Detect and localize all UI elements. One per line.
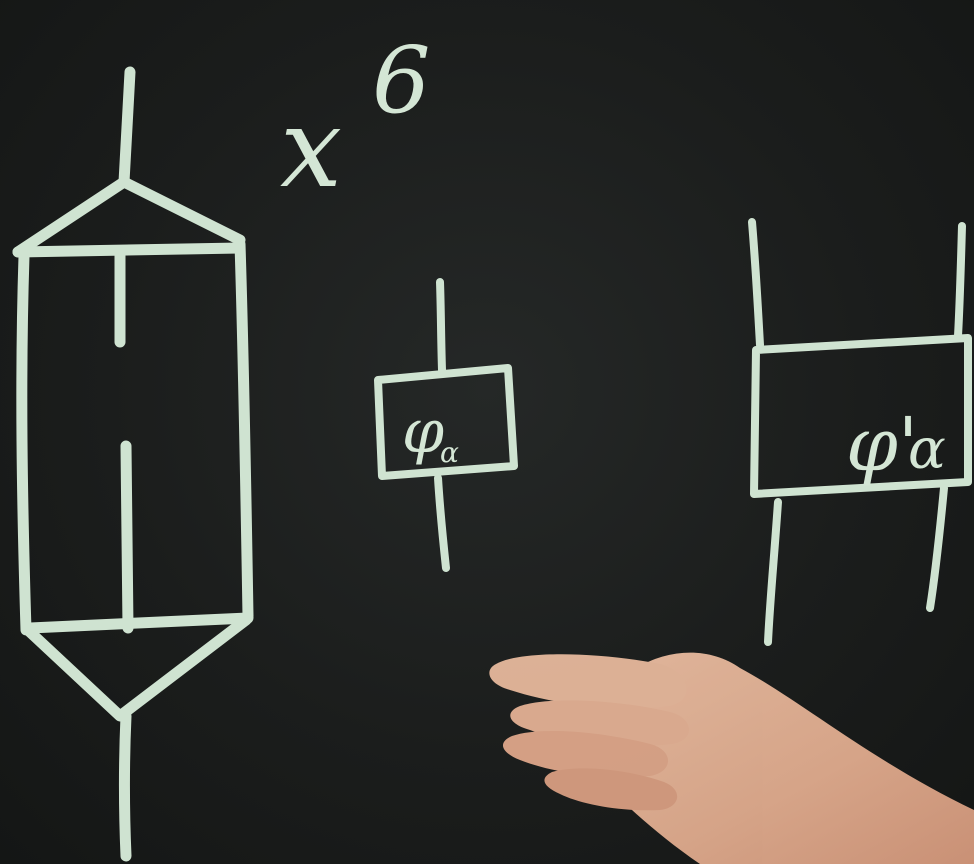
small-box-label-main: φ: [402, 397, 444, 467]
large-box-label-sub: α: [908, 417, 946, 482]
large-box-top-right-wire: [958, 226, 962, 336]
trace-diagram-left-side: [22, 256, 26, 630]
trace-diagram-top-bar: [18, 248, 240, 252]
trace-diagram-bottom-cap: [30, 620, 246, 716]
trace-diagram-bottom-bar: [30, 618, 248, 628]
small-box-top-wire: [440, 282, 442, 370]
small-box-label-sub: α: [440, 436, 459, 469]
large-operator-box: φ' α: [752, 222, 968, 642]
exponent-label: x 6: [280, 27, 431, 212]
trace-diagram-inner-bottom-stub: [126, 446, 128, 628]
large-box-bottom-right-wire: [930, 488, 944, 608]
presenter-hand: [489, 653, 974, 864]
large-box-top-left-wire: [752, 222, 760, 345]
trace-diagram-right-side: [240, 244, 248, 616]
small-operator-box: φ α: [378, 282, 514, 568]
large-box-bottom-left-wire: [768, 502, 778, 642]
trace-diagram: [18, 72, 248, 856]
trace-diagram-top-cap: [18, 182, 240, 252]
small-box-bottom-wire: [438, 478, 446, 568]
exponent-base: x: [280, 84, 342, 212]
trace-diagram-top-wire: [124, 72, 130, 182]
exponent-power: 6: [372, 27, 431, 134]
trace-diagram-bottom-wire: [125, 716, 127, 856]
